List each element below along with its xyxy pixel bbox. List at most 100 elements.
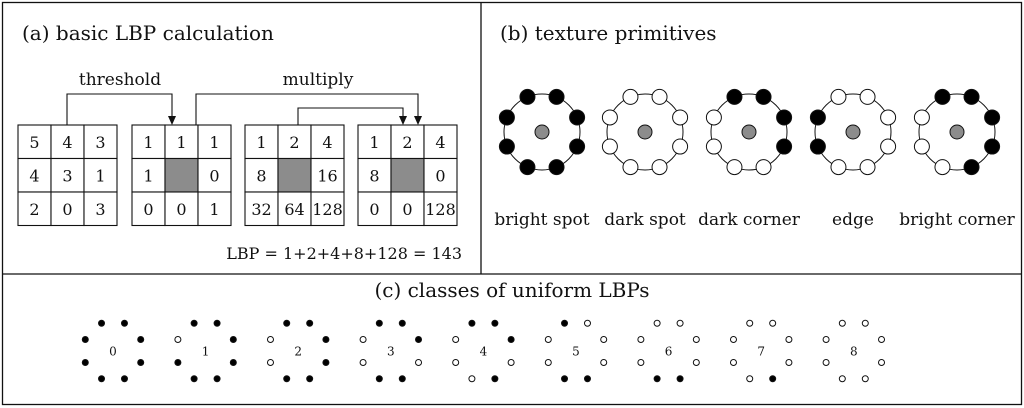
grid-cell [83, 124, 118, 160]
neighbour-dot-empty [601, 109, 618, 126]
grid-cell-value: 0 [143, 200, 153, 219]
neighbour-dot-filled [809, 109, 826, 126]
uniform-class-1: 1 [174, 319, 237, 383]
neighbour-dot-empty [692, 336, 700, 344]
neighbour-dot-filled [98, 375, 106, 383]
grid-cell [83, 157, 118, 193]
neighbour-dot-filled [468, 319, 476, 327]
multiply-label: multiply [283, 70, 354, 90]
grid-cell-value: 1 [143, 133, 153, 152]
neighbour-dot-empty [359, 336, 367, 344]
grid-cell-value: 2 [29, 200, 39, 219]
neighbour-dot-filled [283, 319, 291, 327]
grid-center-shaded [277, 157, 312, 193]
multiply-arrow-weights [297, 107, 404, 125]
grid-cell-value: 64 [284, 200, 304, 219]
neighbour-dot-filled [963, 159, 980, 176]
grid-cell-value: 1 [209, 133, 219, 152]
neighbour-dot-empty [692, 358, 700, 366]
neighbour-dot-empty [726, 159, 743, 176]
grid-cell [310, 191, 345, 227]
grid-cell-value: 0 [435, 166, 445, 185]
grid-cell-value: 16 [317, 166, 337, 185]
neighbour-dot-empty [452, 336, 460, 344]
threshold-arrowhead [168, 116, 176, 125]
neighbour-dot-empty [746, 319, 754, 327]
neighbour-dot-empty [601, 138, 618, 155]
uniform-class-4: 4 [452, 319, 515, 383]
grid-cell-value: 0 [62, 200, 72, 219]
grid-center-shaded [390, 157, 425, 193]
neighbour-dot-empty [544, 336, 552, 344]
uniform-class-label: 4 [480, 345, 488, 359]
neighbour-dot-empty [785, 358, 793, 366]
grid-cell-value: 32 [251, 200, 271, 219]
neighbour-dot-filled [229, 358, 237, 366]
neighbour-dot-filled [809, 138, 826, 155]
neighbour-dot-filled [398, 319, 406, 327]
grid-cell-value: 3 [95, 200, 105, 219]
grid-cell-value: 4 [322, 133, 332, 152]
grid-cell [83, 191, 118, 227]
neighbour-dot-empty [174, 336, 182, 344]
neighbour-dot-empty [729, 358, 737, 366]
grid-cell-value: 0 [369, 200, 379, 219]
neighbour-dot-empty [822, 358, 830, 366]
neighbour-dot-filled [583, 375, 591, 383]
primitive-label: bright spot [494, 210, 589, 230]
uniform-class-3: 3 [359, 319, 423, 383]
neighbour-dot-filled [81, 336, 89, 344]
uniform-class-0: 0 [81, 319, 145, 383]
grid-cell-value: 0 [209, 166, 219, 185]
neighbour-dot-empty [878, 358, 886, 366]
neighbour-dot-filled [190, 319, 198, 327]
neighbour-dot-empty [637, 336, 645, 344]
neighbour-dot-filled [306, 319, 314, 327]
neighbour-dot-filled [776, 138, 793, 155]
neighbour-dot-filled [676, 375, 684, 383]
neighbour-dot-filled [229, 336, 237, 344]
neighbour-dot-empty [913, 109, 930, 126]
grid-cell-value: 8 [256, 166, 266, 185]
neighbour-dot-filled [548, 159, 565, 176]
neighbour-dot-empty [651, 159, 668, 176]
grid-cell [390, 191, 425, 227]
primitive-bright-spot: bright spot [494, 88, 590, 230]
neighbour-dot-empty [746, 375, 754, 383]
neighbour-dot-empty [653, 319, 661, 327]
neighbour-dot-empty [830, 159, 847, 176]
multiply-arrowhead-thresholded [414, 116, 422, 125]
panel-c-title: (c) classes of uniform LBPs [374, 278, 649, 302]
grid-cell [131, 191, 166, 227]
neighbour-dot-filled [498, 138, 515, 155]
neighbour-dot-empty [468, 375, 476, 383]
neighbour-dot-empty [507, 358, 515, 366]
neighbour-dot-filled [755, 88, 772, 105]
grid-cell-value: 128 [425, 200, 456, 219]
panel-b-title: (b) texture primitives [500, 21, 717, 45]
neighbour-dot-empty [755, 159, 772, 176]
neighbour-dot-filled [934, 88, 951, 105]
neighbourhood-ring [918, 93, 996, 171]
neighbour-dot-empty [785, 336, 793, 344]
grid-cell [277, 124, 312, 160]
neighbour-dot-filled [120, 319, 128, 327]
neighbour-dot-filled [398, 375, 406, 383]
neighbour-dot-filled [120, 375, 128, 383]
neighbour-dot-filled [322, 336, 330, 344]
neighbour-dot-empty [861, 375, 869, 383]
grid-cell [357, 157, 392, 193]
neighbourhood-ring [710, 93, 788, 171]
grid-cell [357, 191, 392, 227]
neighbour-dot-filled [375, 319, 383, 327]
center-pixel [637, 124, 653, 140]
neighbour-dot-filled [98, 319, 106, 327]
neighbour-dot-empty [861, 319, 869, 327]
grid-cell [244, 124, 279, 160]
primitive-label: dark spot [604, 210, 686, 230]
